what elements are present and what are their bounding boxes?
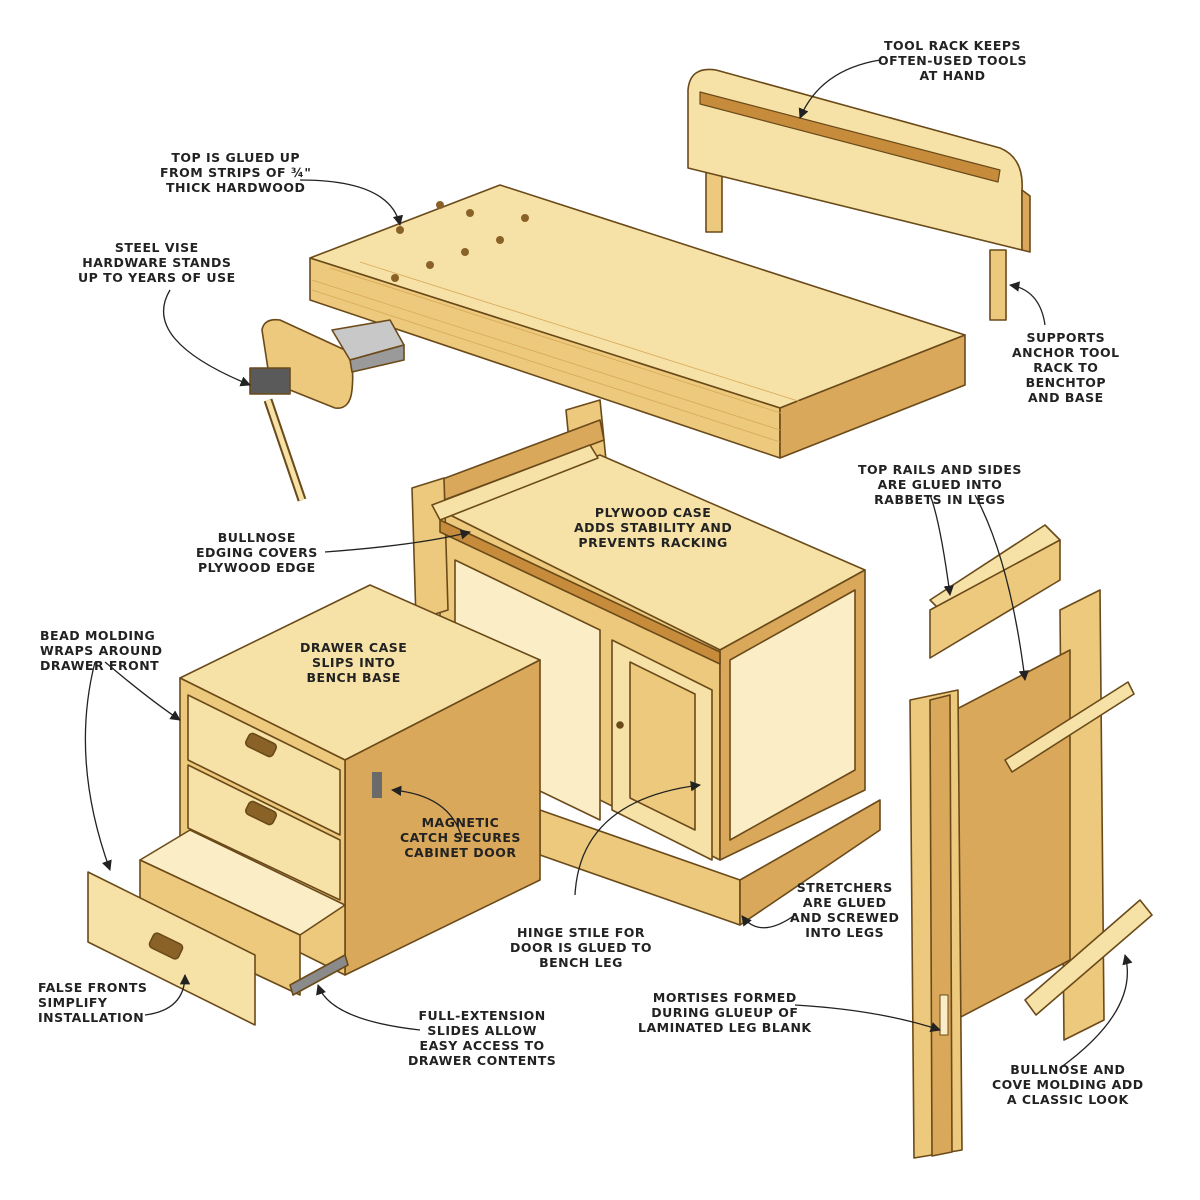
callout-top-rails: TOP RAILS AND SIDES ARE GLUED INTO RABBE… bbox=[858, 462, 1022, 507]
callout-bullnose: BULLNOSE EDGING COVERS PLYWOOD EDGE bbox=[196, 530, 318, 575]
leader-lines bbox=[84, 59, 1133, 1069]
callout-cove: BULLNOSE AND COVE MOLDING ADD A CLASSIC … bbox=[992, 1062, 1144, 1107]
tool-rack bbox=[687, 68, 1031, 321]
side-assembly bbox=[909, 524, 1153, 1159]
callout-magnetic: MAGNETIC CATCH SECURES CABINET DOOR bbox=[400, 815, 521, 860]
callout-supports: SUPPORTS ANCHOR TOOL RACK TO BENCHTOP AN… bbox=[1012, 330, 1120, 405]
drawer-case bbox=[87, 584, 541, 1026]
callout-vise: STEEL VISE HARDWARE STANDS UP TO YEARS O… bbox=[78, 240, 236, 285]
callout-stretchers: STRETCHERS ARE GLUED AND SCREWED INTO LE… bbox=[790, 880, 900, 940]
bench-top bbox=[309, 184, 966, 459]
vise bbox=[249, 318, 405, 502]
callout-top: TOP IS GLUED UP FROM STRIPS OF ¾" THICK … bbox=[160, 150, 312, 195]
callout-false-fronts: FALSE FRONTS SIMPLIFY INSTALLATION bbox=[38, 980, 148, 1025]
callout-slides: FULL-EXTENSION SLIDES ALLOW EASY ACCESS … bbox=[408, 1008, 557, 1068]
bench-base bbox=[411, 399, 881, 926]
callout-bead-molding: BEAD MOLDING WRAPS AROUND DRAWER FRONT bbox=[40, 628, 163, 673]
callout-hinge-stile: HINGE STILE FOR DOOR IS GLUED TO BENCH L… bbox=[510, 925, 652, 970]
callout-drawer-case: DRAWER CASE SLIPS INTO BENCH BASE bbox=[300, 640, 408, 685]
callout-mortises: MORTISES FORMED DURING GLUEUP OF LAMINAT… bbox=[638, 990, 812, 1035]
callout-tool-rack: TOOL RACK KEEPS OFTEN-USED TOOLS AT HAND bbox=[878, 38, 1028, 83]
callout-plywood-case: PLYWOOD CASE ADDS STABILITY AND PREVENTS… bbox=[574, 505, 733, 550]
